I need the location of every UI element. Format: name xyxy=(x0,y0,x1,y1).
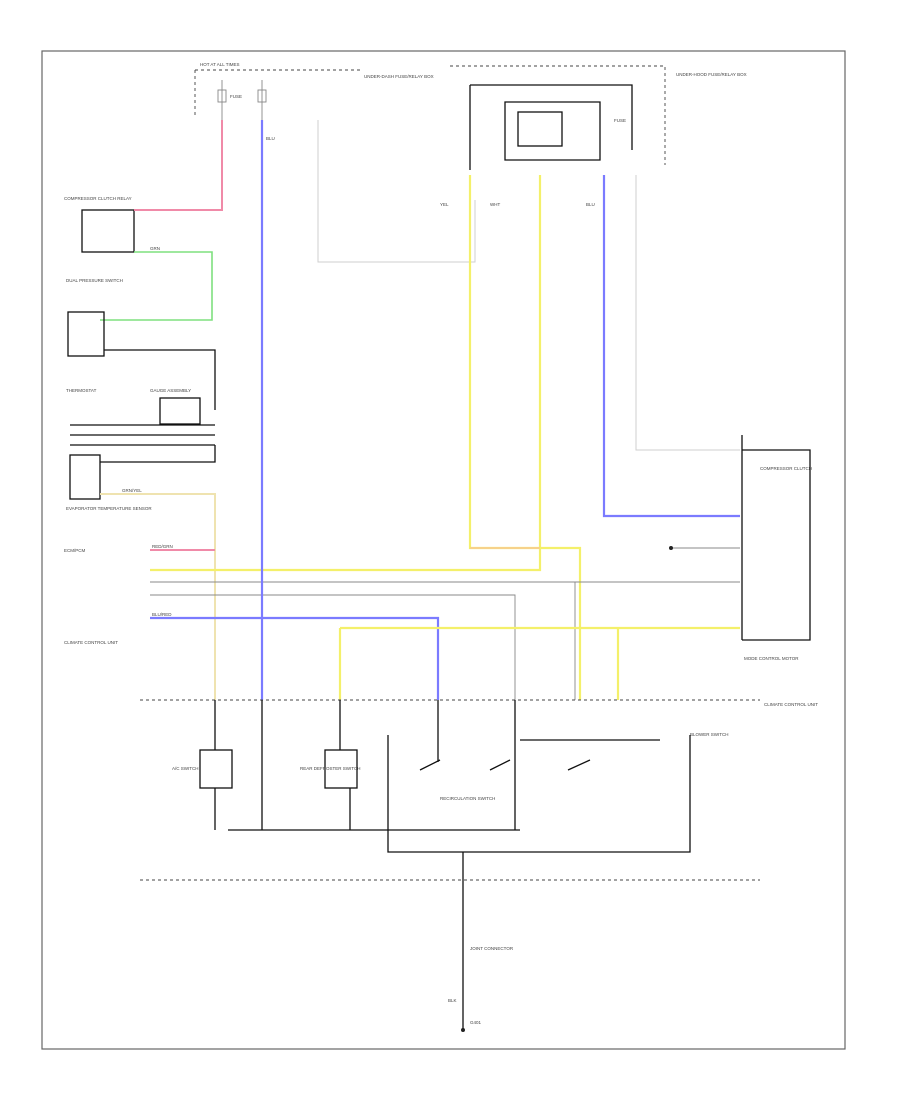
evap-sensor-lead xyxy=(100,445,216,463)
recirc-switch-label: RECIRCULATION SWITCH xyxy=(440,796,495,801)
relay-coil xyxy=(517,111,563,147)
thermostat-label: THERMOSTAT xyxy=(66,388,97,393)
wire-pnk xyxy=(134,120,223,211)
underdash-box-label: UNDER-DASH FUSE/RELAY BOX xyxy=(364,74,434,79)
fuse-icon xyxy=(217,80,267,120)
wire-gray-top xyxy=(317,120,476,263)
wire-blu-red xyxy=(150,616,440,700)
underhood-relay xyxy=(469,84,633,170)
ac-switch-label: A/C SWITCH xyxy=(172,766,199,771)
wire-label-blu-red: BLU/RED xyxy=(152,612,172,617)
evap-sensor-label: EVAPORATOR TEMPERATURE SENSOR xyxy=(66,506,152,511)
blower-contacts xyxy=(419,700,660,830)
fuse-box-title: HOT AT ALL TIMES xyxy=(200,62,240,67)
wire-label-blu: BLU xyxy=(266,136,275,141)
joint-connector-label: JOINT CONNECTOR xyxy=(470,946,514,951)
wire-label-blk: BLK xyxy=(448,998,457,1003)
ground-label: G401 xyxy=(470,1020,482,1025)
wire-blu-right xyxy=(602,175,740,518)
wire-grn-yel xyxy=(100,493,216,700)
wire-grn xyxy=(100,251,213,321)
climate-unit-label: CLIMATE CONTROL UNIT xyxy=(764,702,818,707)
compressor-clutch-label: COMPRESSOR CLUTCH xyxy=(760,466,812,471)
ecm-label: ECM/PCM xyxy=(64,548,86,553)
gauge-label: GAUGE ASSEMBLY xyxy=(150,388,191,393)
fuse-box-outline xyxy=(194,69,360,115)
wire-wht-ecm xyxy=(150,581,576,700)
fuse-under-hood: FUSE xyxy=(614,118,626,123)
ground-dot xyxy=(461,1028,465,1032)
evap-sensor-box xyxy=(69,454,101,500)
rear-defrost-label: REAR DEFROSTER SWITCH xyxy=(300,766,361,771)
wire-blk-dps xyxy=(104,349,216,410)
blower-switch-frame xyxy=(387,735,691,853)
mode-motor-label: MODE CONTROL MOTOR xyxy=(744,656,799,661)
ac-switch xyxy=(199,700,263,830)
fuse-label: FUSE xyxy=(230,94,242,99)
splice-dot xyxy=(669,546,673,550)
relay-box xyxy=(81,209,135,253)
climate-unit-side-label: CLIMATE CONTROL UNIT xyxy=(64,640,118,645)
wire-label-grn-yel: GRN/YEL xyxy=(122,488,142,493)
thermostat-leads xyxy=(70,424,215,446)
blower-switch-label: BLOWER SWITCH xyxy=(690,732,729,737)
wire-gray-right xyxy=(635,175,740,451)
dual-pressure-switch-box xyxy=(67,311,105,357)
wire-gry-ecm xyxy=(150,594,516,700)
underhood-box-outline xyxy=(450,65,666,165)
wire-yel-left xyxy=(468,175,582,700)
relay-label: COMPRESSOR CLUTCH RELAY xyxy=(64,196,132,201)
diagram-border xyxy=(41,50,846,1050)
wire-label-yel: YEL xyxy=(440,202,449,207)
underhood-box-label: UNDER-HOOD FUSE/RELAY BOX xyxy=(676,72,747,77)
rear-defrost-switch xyxy=(324,700,358,830)
wire-label-wht: WHT xyxy=(490,202,500,207)
compressor-clutch-body xyxy=(741,435,811,641)
wire-label-blu-2: BLU xyxy=(586,202,595,207)
wire-label-grn: GRN xyxy=(150,246,160,251)
wire-label-red-grn: RED/GRN xyxy=(152,544,173,549)
wire-yel-ecm xyxy=(150,175,542,572)
thermostat-box xyxy=(159,397,201,425)
dual-pressure-switch-label: DUAL PRESSURE SWITCH xyxy=(66,278,123,283)
